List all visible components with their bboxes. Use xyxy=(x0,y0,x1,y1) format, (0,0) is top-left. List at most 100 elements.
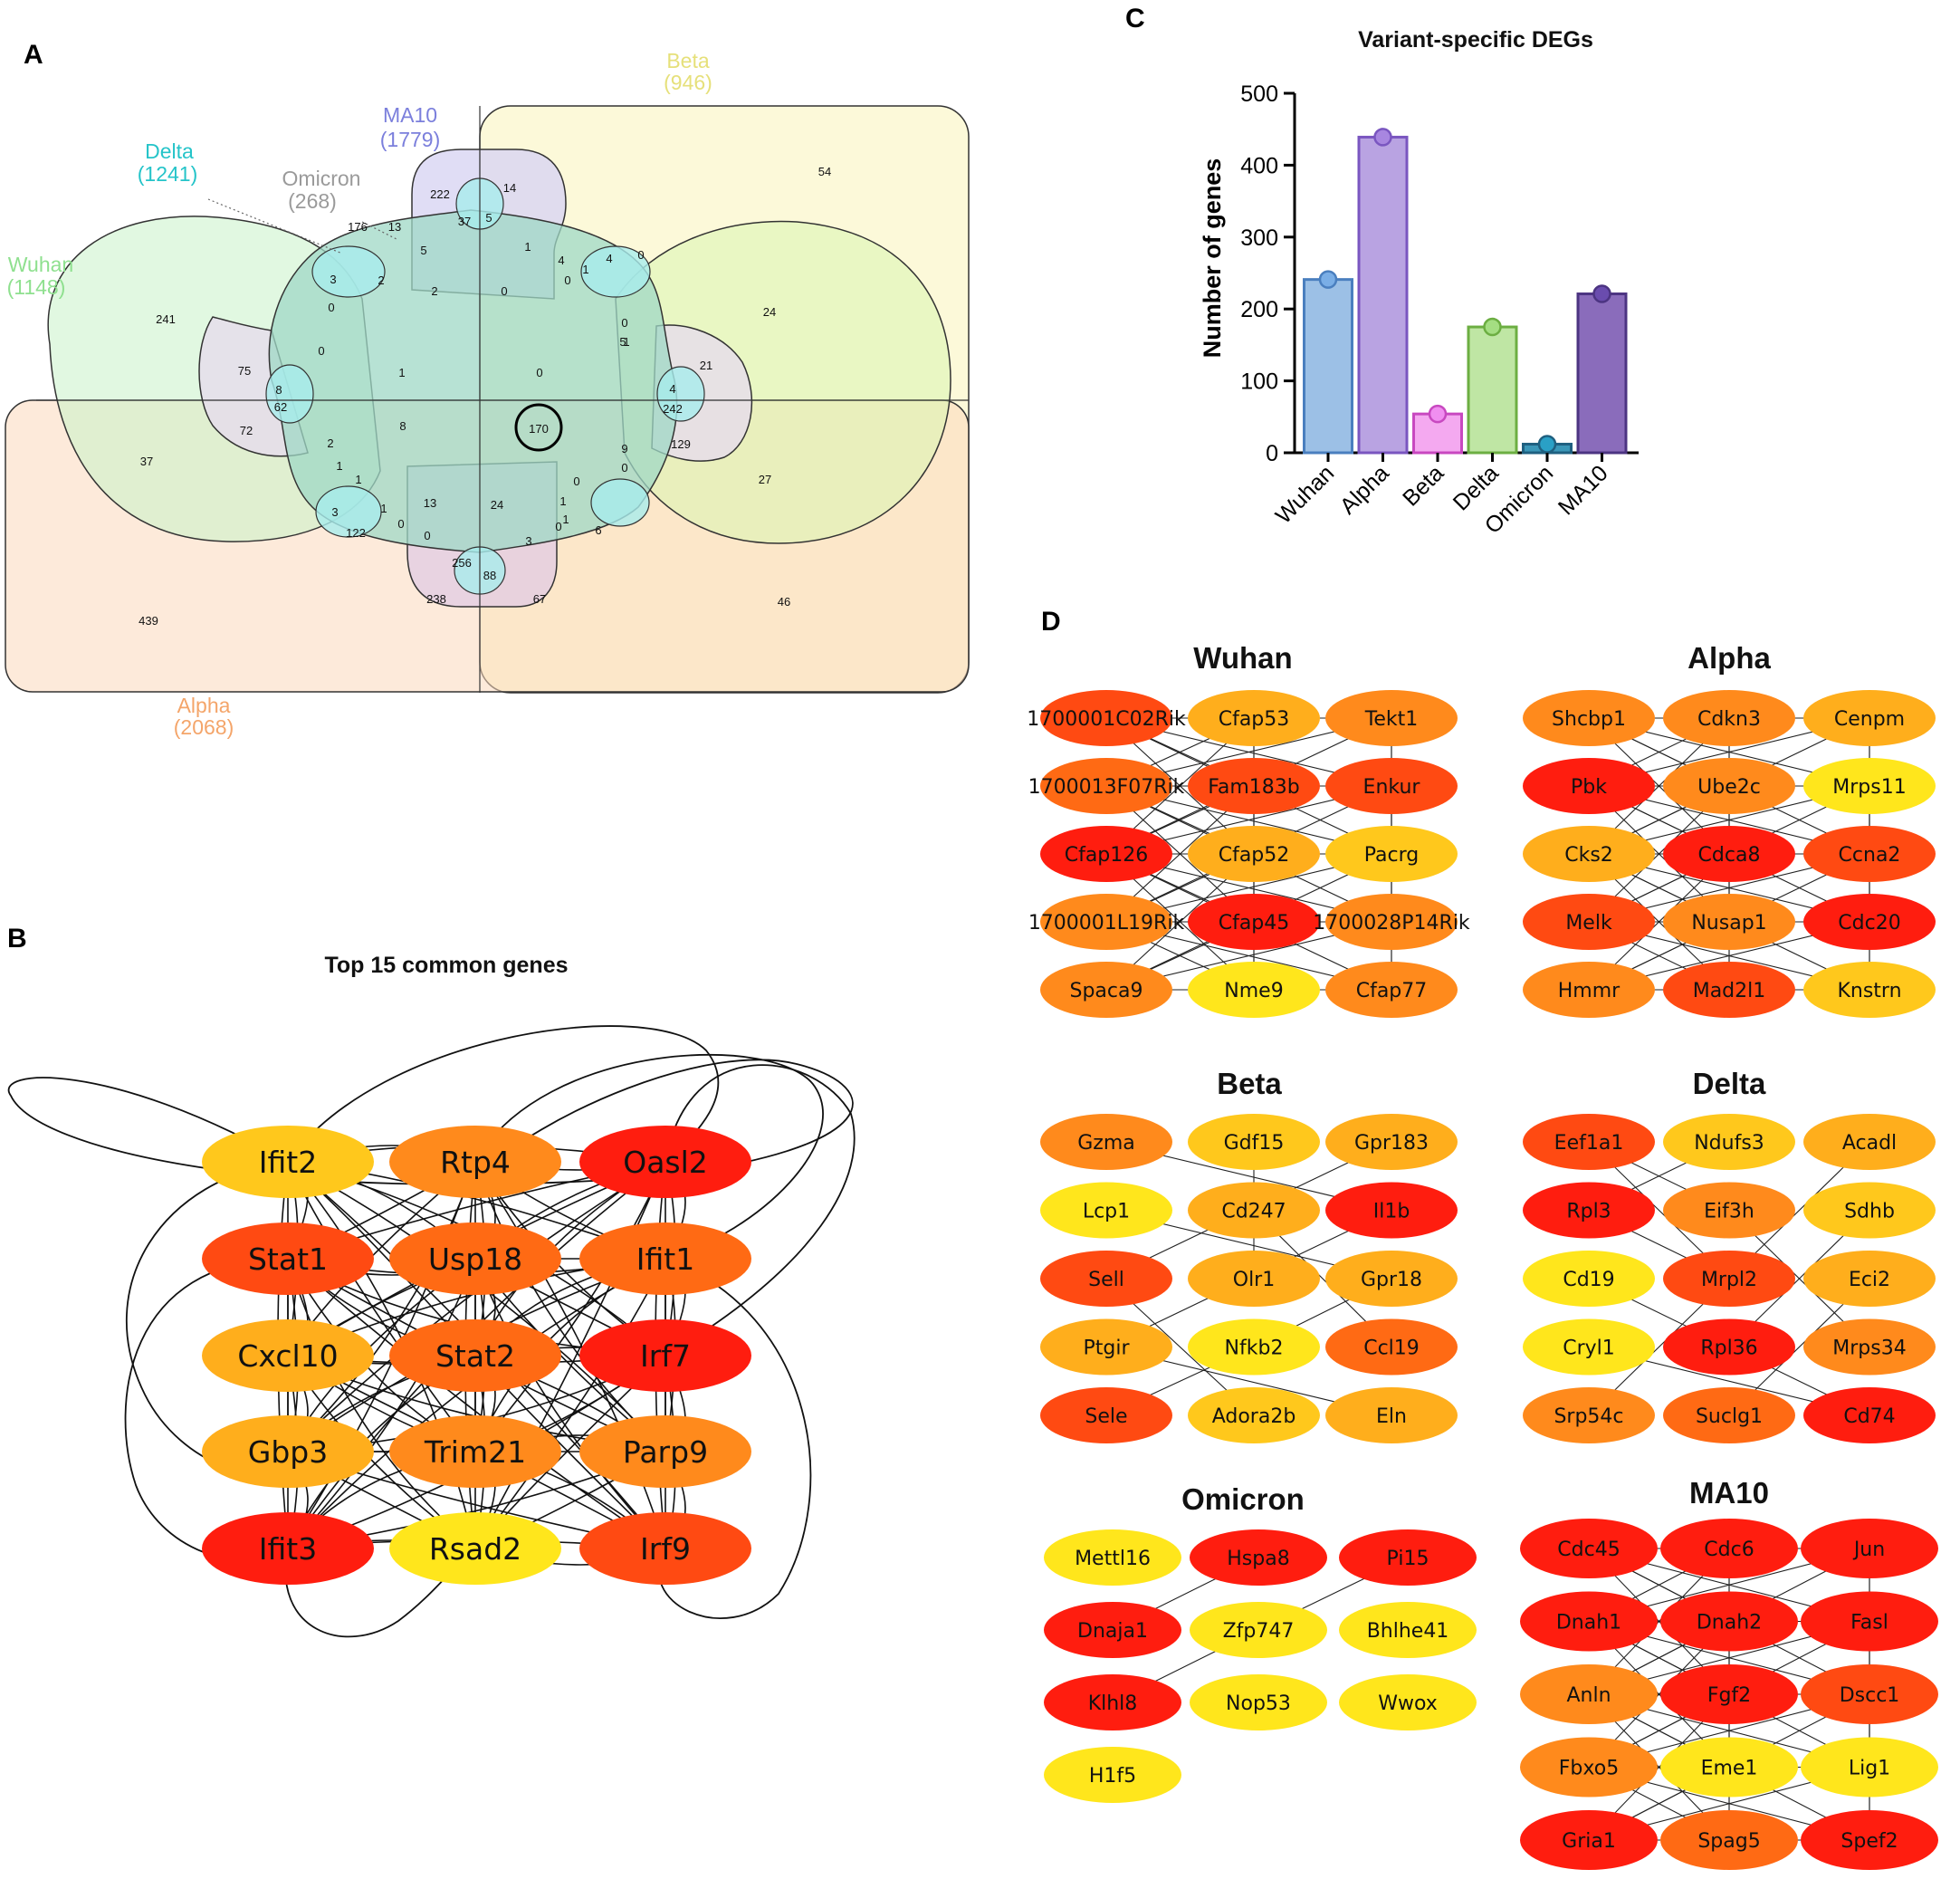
network-d-node: Spag5 xyxy=(1660,1810,1798,1870)
node-label: Ccl19 xyxy=(1363,1337,1420,1360)
network-b-node: Ifit1 xyxy=(579,1222,751,1295)
network-d-node: Cdc6 xyxy=(1660,1519,1798,1578)
venn-region-count: 13 xyxy=(388,220,401,234)
network-d-node: Wwox xyxy=(1339,1674,1477,1730)
network-d-node: Gzma xyxy=(1040,1114,1172,1170)
node-ellipse xyxy=(1325,894,1458,950)
venn-set-wuhan-right-shape xyxy=(615,220,951,544)
venn-region-count: 129 xyxy=(671,437,691,451)
node-label: Mad2l1 xyxy=(1693,980,1766,1002)
node-ellipse xyxy=(1188,758,1320,814)
network-d-node: Cdkn3 xyxy=(1663,690,1795,746)
network-d-node: Fam183b xyxy=(1188,758,1320,814)
node-label: Rpl36 xyxy=(1700,1337,1757,1360)
node-ellipse xyxy=(1803,1387,1936,1443)
node-label: Fasl xyxy=(1850,1612,1888,1635)
network-d-node: Eln xyxy=(1325,1387,1458,1443)
node-label: 1700001L19Rik xyxy=(1028,912,1185,935)
venn-region-count: 5 xyxy=(485,211,492,225)
node-ellipse xyxy=(1325,1182,1458,1239)
network-d-node: Bhlhe41 xyxy=(1339,1602,1477,1658)
node-ellipse xyxy=(1801,1737,1938,1798)
chart-point xyxy=(1428,404,1448,424)
node-label: Ndufs3 xyxy=(1694,1132,1764,1155)
node-label: Melk xyxy=(1565,912,1612,935)
venn-region-count: 37 xyxy=(458,215,471,228)
network-d-node: Cd74 xyxy=(1803,1387,1936,1443)
network-d-node: 1700001L19Rik xyxy=(1028,894,1185,950)
network-d-node: Eme1 xyxy=(1660,1737,1798,1798)
node-ellipse xyxy=(1325,826,1458,882)
venn-region-count: 0 xyxy=(501,284,507,298)
node-ellipse xyxy=(1803,690,1936,746)
network-edge xyxy=(287,1258,476,1549)
venn-region-count: 6 xyxy=(595,523,601,537)
venn-region-count: 0 xyxy=(318,344,324,358)
node-ellipse xyxy=(1044,1674,1181,1730)
network-d-node: Fbxo5 xyxy=(1520,1737,1658,1798)
network-d-node: Lig1 xyxy=(1801,1737,1938,1798)
network-d-node: Cfap126 xyxy=(1040,826,1172,882)
network-d-node: Cdc45 xyxy=(1520,1519,1658,1578)
chart-category-label: Beta xyxy=(1398,460,1448,511)
venn-region-count: 241 xyxy=(156,312,176,326)
network-d-node: Ube2c xyxy=(1663,758,1795,814)
venn-region-count: 1 xyxy=(524,240,531,254)
node-ellipse xyxy=(1660,1591,1798,1652)
network-d-node: Mrpl2 xyxy=(1663,1251,1795,1307)
node-ellipse xyxy=(389,1415,561,1488)
node-ellipse xyxy=(202,1222,374,1295)
node-ellipse xyxy=(1188,1182,1320,1239)
node-ellipse xyxy=(1325,758,1458,814)
venn-region-count: 439 xyxy=(139,614,158,628)
node-ellipse xyxy=(1803,826,1936,882)
node-label: Usp18 xyxy=(428,1241,522,1277)
node-ellipse xyxy=(1188,894,1320,950)
node-label: Fam183b xyxy=(1208,776,1300,799)
chart-point xyxy=(1537,435,1557,454)
node-ellipse xyxy=(1339,1674,1477,1730)
network-d-node: Dnah2 xyxy=(1660,1591,1798,1652)
node-ellipse xyxy=(1188,1387,1320,1443)
network-d-node: Ndufs3 xyxy=(1663,1114,1795,1170)
node-label: Acadl xyxy=(1842,1132,1897,1155)
node-ellipse xyxy=(1523,690,1655,746)
venn-region-count: 0 xyxy=(621,461,627,475)
node-ellipse xyxy=(1663,758,1795,814)
node-ellipse xyxy=(1803,1182,1936,1239)
node-ellipse xyxy=(1663,894,1795,950)
network-d-node: Acadl xyxy=(1803,1114,1936,1170)
venn-set-count: (1779) xyxy=(380,128,440,151)
node-label: Dnah1 xyxy=(1556,1612,1621,1635)
node-ellipse xyxy=(1663,690,1795,746)
node-ellipse xyxy=(579,1415,751,1488)
network-d-node: Nop53 xyxy=(1190,1674,1327,1730)
node-label: Rsad2 xyxy=(429,1531,521,1567)
node-label: Enkur xyxy=(1363,776,1421,799)
venn-region-count: 1 xyxy=(398,366,405,379)
node-ellipse xyxy=(1803,1114,1936,1170)
node-label: Jun xyxy=(1852,1539,1885,1561)
network-b-node: Irf7 xyxy=(579,1319,751,1392)
network-d-node: Eif3h xyxy=(1663,1182,1795,1239)
venn-set-name: MA10 xyxy=(383,103,437,127)
node-ellipse xyxy=(1325,1114,1458,1170)
node-ellipse xyxy=(1190,1602,1327,1658)
node-ellipse xyxy=(202,1319,374,1392)
node-label: Srp54c xyxy=(1554,1405,1623,1428)
venn-region-count: 0 xyxy=(573,475,579,488)
node-ellipse xyxy=(579,1319,751,1392)
network-d-title: Wuhan xyxy=(1193,641,1292,675)
network-d-title: Beta xyxy=(1217,1067,1282,1100)
venn-region-count: 1 xyxy=(582,263,588,276)
node-label: Eef1a1 xyxy=(1554,1132,1624,1155)
node-label: Mrps34 xyxy=(1832,1337,1906,1360)
node-label: Gpr183 xyxy=(1354,1132,1429,1155)
venn-region-count: 4 xyxy=(558,254,564,267)
network-d-node: Ccna2 xyxy=(1803,826,1936,882)
network-d-node: Hspa8 xyxy=(1190,1529,1327,1586)
network-b-node: Rsad2 xyxy=(389,1512,561,1585)
node-label: Spef2 xyxy=(1840,1830,1898,1853)
network-d-node: Mrps34 xyxy=(1803,1318,1936,1376)
